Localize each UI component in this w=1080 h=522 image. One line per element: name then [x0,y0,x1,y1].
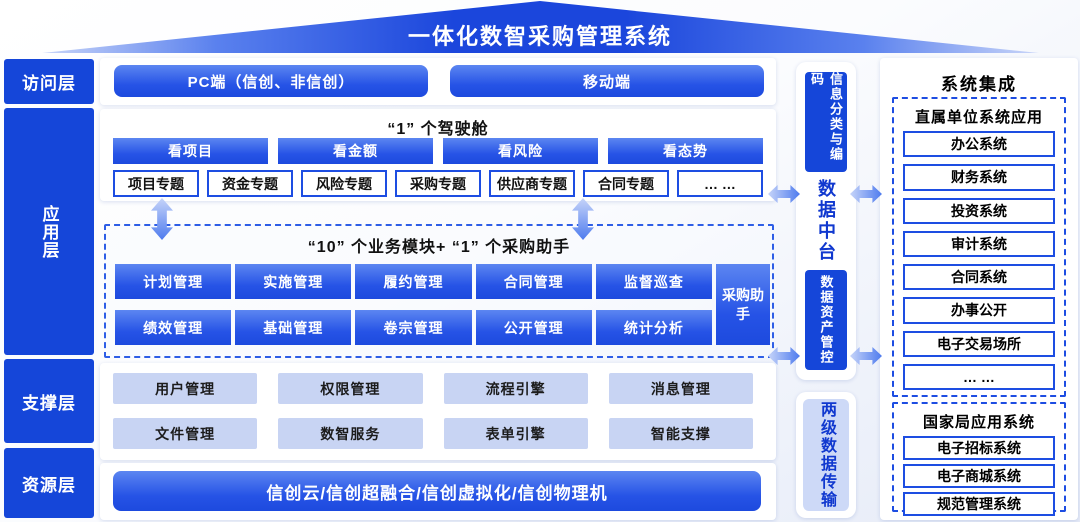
layer-label-application: 应用层 [4,108,94,355]
two-level-data-transfer-bar: 两级数据传输 [803,399,849,511]
module-box-contract: 合同管理 [475,264,592,299]
direct-units-group: 直属单位系统应用 办公系统 财务系统 投资系统 审计系统 合同系统 办事公开 电… [892,97,1066,397]
horizontal-double-arrow-icon [768,185,800,203]
support-layer-card: 用户管理 权限管理 流程引擎 消息管理 文件管理 数智服务 表单引擎 智能支撑 [100,363,776,460]
support-box-digital-service: 数智服务 [278,418,423,449]
support-box-permission: 权限管理 [278,373,423,404]
layer-label-support: 支撑层 [4,359,94,443]
module-box-performance-of-contract: 履约管理 [355,264,472,299]
system-box-public-affairs: 办事公开 [903,297,1055,324]
data-transfer-panel: 两级数据传输 [796,392,856,518]
procurement-assistant-box: 采购助手 [716,264,770,345]
vertical-double-arrow-icon [572,198,594,240]
national-bureau-group: 国家局应用系统 电子招标系统 电子商城系统 规范管理系统 [892,402,1066,516]
view-box-amount: 看金额 [278,138,433,164]
support-box-workflow: 流程引擎 [443,373,588,404]
horizontal-double-arrow-icon [768,347,800,365]
support-row-2: 文件管理 数智服务 表单引擎 智能支撑 [113,418,753,449]
topic-box-procurement: 采购专题 [395,170,481,197]
integration-panel: 系统集成 直属单位系统应用 办公系统 财务系统 投资系统 审计系统 合同系统 办… [880,58,1078,520]
view-box-risk: 看风险 [443,138,598,164]
topic-box-project: 项目专题 [113,170,199,197]
modules-grid: 计划管理 实施管理 履约管理 合同管理 监督巡查 绩效管理 基础管理 卷宗管理 … [115,264,712,345]
module-box-dossier: 卷宗管理 [355,310,472,345]
direct-units-group-title: 直属单位系统应用 [914,109,1043,126]
cockpit-views-row: 看项目 看金额 看风险 看态势 [113,138,763,164]
topic-box-more: … … [677,170,763,197]
access-layer-card: PC端（信创、非信创） 移动端 [100,58,776,105]
layer-label-resource: 资源层 [4,448,94,518]
pc-client-box: PC端（信创、非信创） [114,65,428,97]
support-box-file: 文件管理 [113,418,258,449]
module-box-statistics: 统计分析 [595,310,712,345]
resource-layer-card: 信创云/信创超融合/信创虚拟化/信创物理机 [100,463,776,520]
module-box-implementation: 实施管理 [235,264,352,299]
system-box-more: … … [903,363,1055,390]
system-box-investment: 投资系统 [903,197,1055,224]
modules-title: “10” 个业务模块+ “1” 个采购助手 [307,239,571,256]
support-box-user: 用户管理 [113,373,258,404]
module-box-basic: 基础管理 [235,310,352,345]
resource-bar: 信创云/信创超融合/信创虚拟化/信创物理机 [113,471,761,511]
banner-title: 一体化数智采购管理系统 [407,24,672,49]
view-box-projects: 看项目 [113,138,268,164]
info-classification-coding-bar: 信息分类与编码 [805,72,847,172]
national-bureau-group-title: 国家局应用系统 [922,414,1035,431]
topic-box-risk: 风险专题 [301,170,387,197]
module-box-disclosure: 公开管理 [475,310,592,345]
vertical-double-arrow-icon [151,198,173,240]
system-box-e-trading: 电子交易场所 [903,330,1055,357]
cockpit-card: “1” 个驾驶舱 看项目 看金额 看风险 看态势 项目专题 资金专题 风险专题 … [100,109,776,201]
cockpit-topics-row: 项目专题 资金专题 风险专题 采购专题 供应商专题 合同专题 … … [113,170,763,197]
system-box-standards: 规范管理系统 [903,492,1055,516]
data-asset-control-bar: 数据资产管控 [805,270,847,370]
data-middle-platform-label: 数据中台 [816,179,836,263]
system-box-contract: 合同系统 [903,264,1055,291]
support-row-1: 用户管理 权限管理 流程引擎 消息管理 [113,373,753,404]
support-box-ai-support: 智能支撑 [608,418,753,449]
data-platform-panel: 信息分类与编码 数据中台 数据资产管控 [796,62,856,380]
support-box-form-engine: 表单引擎 [443,418,588,449]
integration-title: 系统集成 [941,75,1017,94]
module-box-performance: 绩效管理 [115,310,232,345]
support-box-message: 消息管理 [608,373,753,404]
system-box-e-bidding: 电子招标系统 [903,436,1055,460]
horizontal-double-arrow-icon [850,185,882,203]
module-box-plan: 计划管理 [115,264,232,299]
modules-panel: “10” 个业务模块+ “1” 个采购助手 计划管理 实施管理 履约管理 合同管… [104,224,774,358]
system-box-audit: 审计系统 [903,230,1055,257]
topic-box-supplier: 供应商专题 [489,170,575,197]
module-box-supervision: 监督巡查 [595,264,712,299]
view-box-trend: 看态势 [608,138,763,164]
layer-label-access: 访问层 [4,59,94,104]
cockpit-title: “1” 个驾驶舱 [387,121,489,138]
system-box-finance: 财务系统 [903,164,1055,191]
topic-box-funds: 资金专题 [207,170,293,197]
horizontal-double-arrow-icon [850,347,882,365]
system-box-e-mall: 电子商城系统 [903,464,1055,488]
system-box-office: 办公系统 [903,131,1055,158]
mobile-client-box: 移动端 [450,65,764,97]
topic-box-contract: 合同专题 [583,170,669,197]
